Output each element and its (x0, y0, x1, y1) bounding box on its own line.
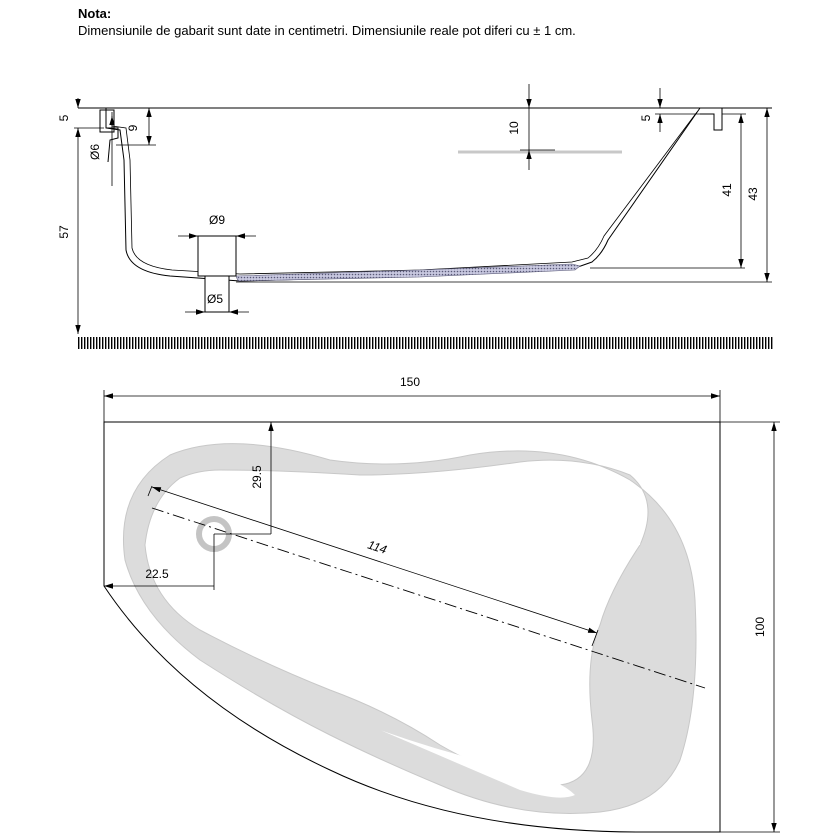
drain-body (197, 235, 237, 277)
tub-shell-outer (105, 107, 701, 282)
floor-hatch (78, 337, 774, 349)
dim-rim-depth: 9 (126, 124, 140, 131)
dim-overflow-dia: Ø6 (88, 144, 102, 160)
top-plan-view: 150 100 29.5 22.5 114 (103, 375, 780, 833)
drain-pipe (204, 275, 230, 313)
dim-outer-depth: 43 (746, 187, 760, 201)
basin-inner-pocket-right (460, 468, 641, 545)
dim-drain-offset-x: 22.5 (145, 567, 169, 581)
dim-length: 150 (400, 375, 420, 389)
dim-rim-right: 5 (639, 114, 653, 121)
basin-rim-band (122, 443, 697, 814)
tub-outline-plan (103, 421, 721, 833)
tub-bottom-hatch (235, 263, 581, 282)
dim-drain-top-dia: Ø9 (209, 213, 225, 227)
dim-drain-offset-y: 29.5 (250, 465, 264, 489)
dim-total-height: 57 (57, 225, 71, 239)
basin-inner-pocket-bottom (380, 730, 575, 798)
dim-rim-left: 5 (57, 114, 71, 121)
note-text: Dimensiunile de gabarit sunt date in cen… (78, 23, 576, 38)
dim-inner-depth: 41 (720, 183, 734, 197)
dim-width: 100 (753, 617, 767, 637)
dim-line-diagonal (151, 486, 598, 634)
dim-center-depth: 10 (507, 121, 521, 135)
dim-diagonal: 114 (366, 538, 389, 557)
note-title: Nota: (78, 6, 112, 21)
dim-drain-bottom-dia: Ø5 (207, 292, 223, 306)
side-section-view: 57 5 9 Ø6 Ø9 Ø5 10 5 41 (57, 84, 774, 349)
right-rim-bead (700, 107, 723, 131)
